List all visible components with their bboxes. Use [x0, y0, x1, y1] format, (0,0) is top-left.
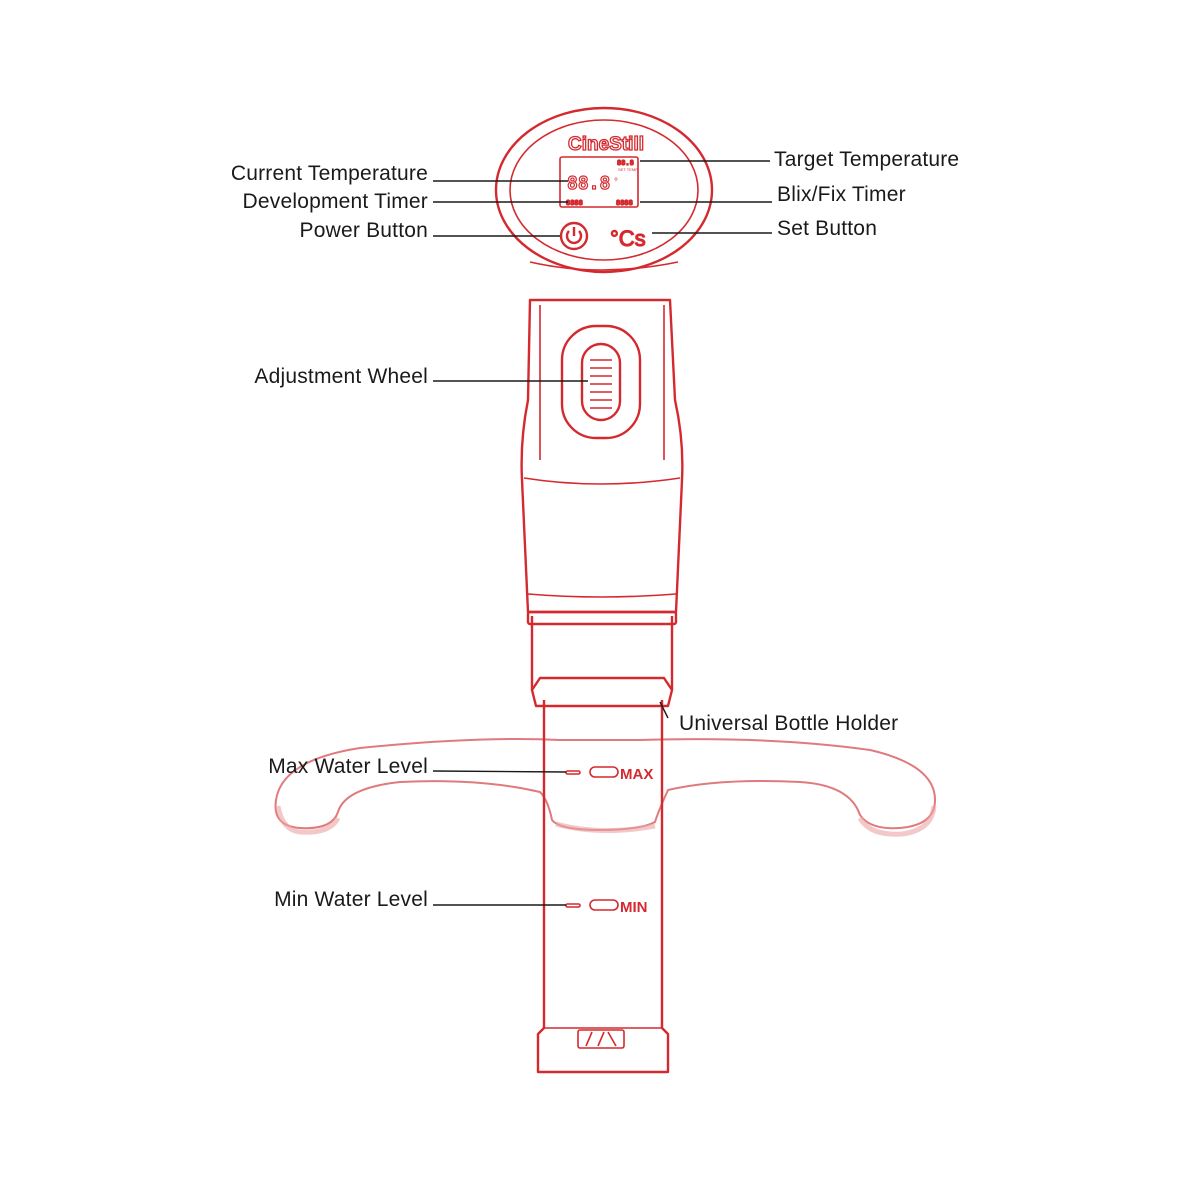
power-button[interactable]	[559, 221, 589, 251]
target-temperature-readout: 88.8	[617, 159, 634, 167]
max-mark-label: MAX	[620, 766, 653, 783]
control-head-outer	[494, 106, 714, 274]
power-icon	[565, 227, 583, 245]
handle-side-lines	[539, 305, 665, 460]
control-head-inner	[509, 119, 699, 261]
bottle-holder-shadow	[275, 805, 937, 837]
label-min-water-level: Min Water Level	[274, 888, 428, 911]
handle-band-line	[527, 593, 677, 598]
tube-vent-slots	[585, 1031, 617, 1047]
bottle-holder-mount	[530, 676, 674, 708]
set-button[interactable]: °Cs	[609, 225, 646, 251]
current-temperature-readout: 88.8	[567, 173, 610, 194]
callouts-right: Target Temperature Blix/Fix Timer Set Bu…	[640, 148, 959, 735]
handle-grip-line	[523, 477, 681, 485]
handle-body	[520, 298, 684, 614]
label-max-water-level: Max Water Level	[268, 755, 428, 778]
universal-bottle-holder	[274, 738, 937, 837]
label-power-button: Power Button	[300, 219, 428, 242]
adjustment-wheel-housing	[560, 324, 642, 440]
label-adjustment-wheel: Adjustment Wheel	[254, 365, 428, 388]
leader-max-water-level	[432, 770, 567, 773]
coupling-collar	[526, 610, 678, 626]
blix-fix-timer-readout: 8888	[616, 199, 633, 207]
development-timer-readout: 8888	[566, 199, 583, 207]
label-set-button: Set Button	[777, 217, 877, 240]
label-blix-fix-timer: Blix/Fix Timer	[777, 183, 906, 206]
label-universal-bottle-holder: Universal Bottle Holder	[679, 712, 898, 735]
water-tube	[536, 700, 670, 1074]
min-water-level-mark: MIN	[565, 899, 648, 916]
callouts-left: Current Temperature Development Timer Po…	[231, 162, 588, 911]
bottle-holder-clip	[274, 738, 937, 832]
brand-logo: CineStill	[568, 134, 644, 155]
set-temp-caption: SET TEMP	[618, 167, 638, 172]
leader-universal-bottle-holder	[659, 701, 669, 719]
min-mark-label: MIN	[620, 899, 648, 916]
label-current-temperature: Current Temperature	[231, 162, 428, 185]
label-target-temperature: Target Temperature	[774, 148, 959, 171]
adjustment-wheel-slot	[580, 342, 622, 422]
head-neck-line	[529, 261, 679, 271]
power-button-ring	[559, 221, 589, 251]
coupling-sleeve	[530, 616, 674, 690]
adjustment-wheel[interactable]	[560, 324, 642, 440]
max-water-level-mark: MAX	[565, 766, 653, 783]
adjustment-wheel-ridges	[590, 359, 612, 409]
tube-vent	[577, 1029, 625, 1049]
circulator-device: CineStill 88.8 ° 88.8 SET TEMP 8888 8888…	[494, 106, 714, 1074]
current-temperature-unit: °	[614, 177, 618, 188]
lcd-display	[559, 156, 639, 208]
label-development-timer: Development Timer	[243, 190, 428, 213]
